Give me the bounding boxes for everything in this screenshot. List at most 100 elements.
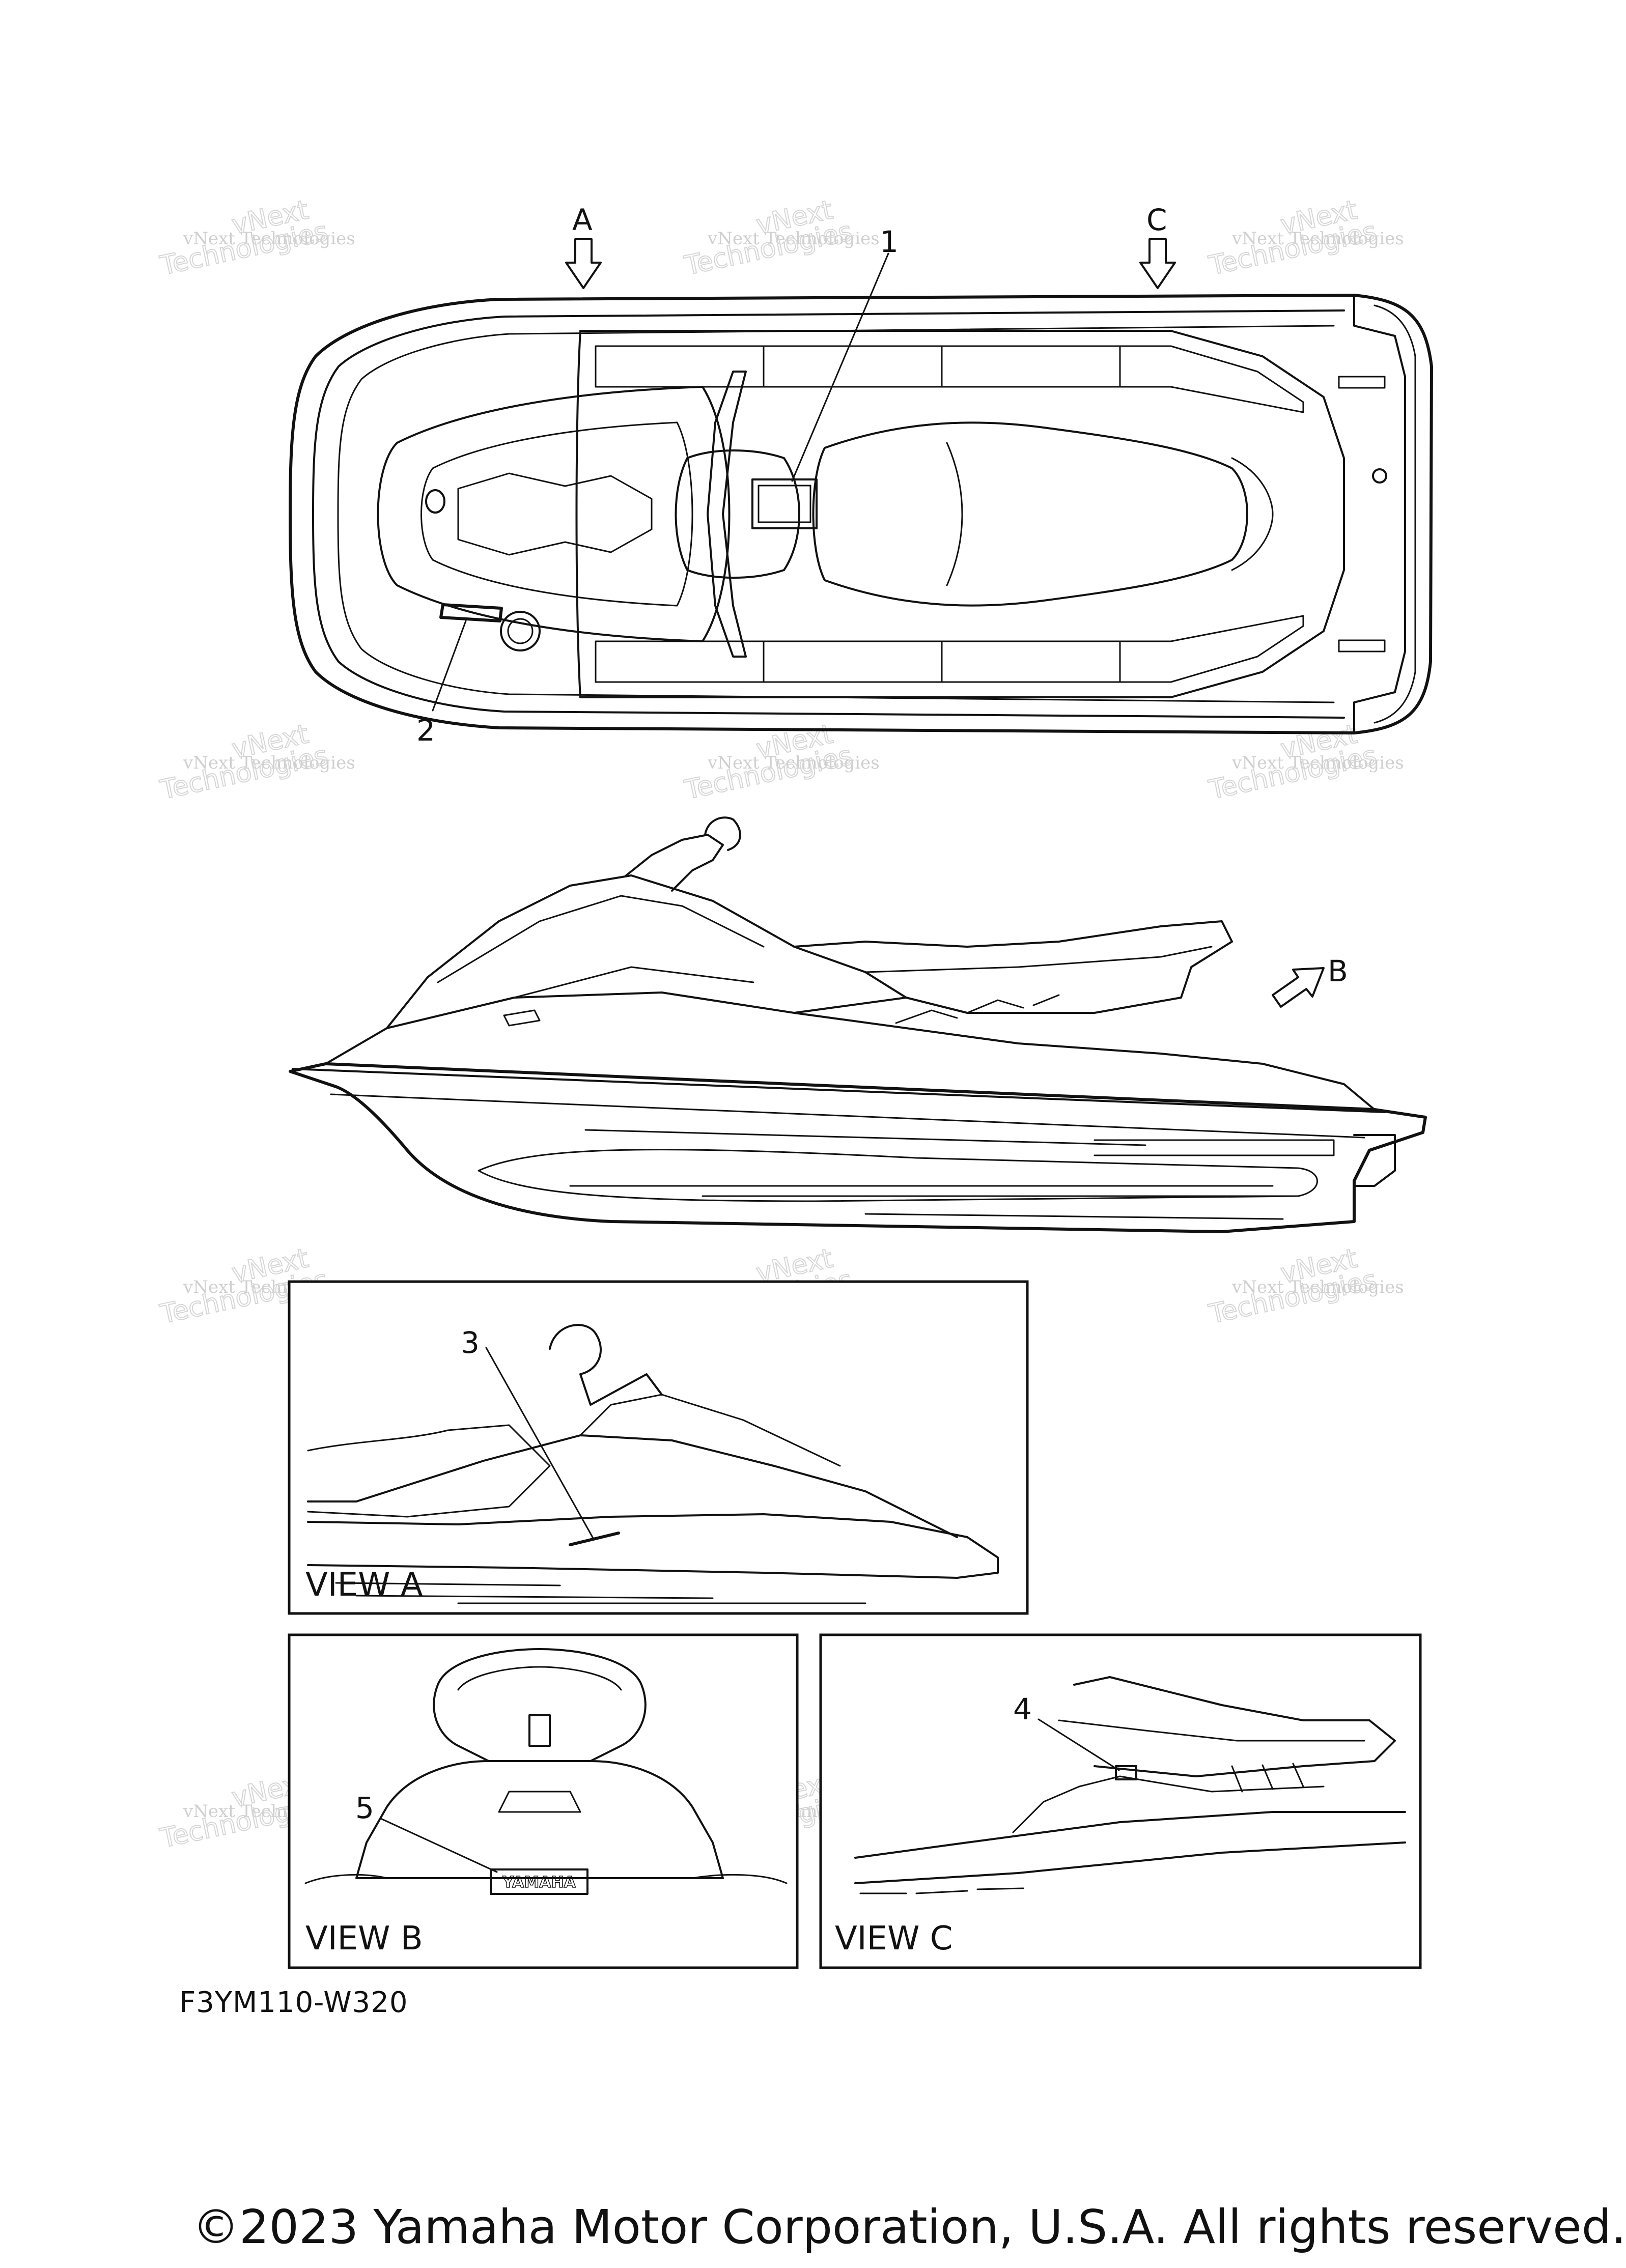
side-footwell	[895, 994, 1060, 1024]
view-c-footwell-ribs	[1231, 1763, 1304, 1793]
leader-line-4	[1038, 1718, 1120, 1771]
steering-column	[675, 449, 800, 579]
side-strake-1	[478, 1149, 1318, 1202]
side-hull	[289, 1062, 1427, 1233]
svg-text:vNext Technologies: vNext Technologies	[707, 229, 880, 249]
jet-pump	[1353, 1134, 1396, 1187]
decal-2-marker	[439, 603, 503, 622]
svg-text:vNext Technologies: vNext Technologies	[1231, 753, 1404, 773]
yamaha-emblem-text: YAMAHA	[502, 1874, 576, 1891]
view-c-seat	[1073, 1676, 1396, 1777]
deck-outline	[575, 330, 1345, 698]
watermark: vNext Technologies vNext Technologies	[681, 194, 880, 281]
hood-inner	[420, 421, 693, 607]
top-hull-inner-rail	[337, 325, 1335, 703]
view-c-gunwale	[854, 1841, 1406, 1884]
svg-text:C: C	[1146, 203, 1167, 237]
callout-5: 5	[355, 1791, 374, 1825]
view-c-frame	[819, 1633, 1422, 1969]
side-seat	[793, 920, 1233, 1014]
svg-text:B: B	[1328, 954, 1348, 988]
watermark: vNext Technologies vNext Technologies	[1206, 1242, 1404, 1330]
view-a-steering	[549, 1324, 663, 1406]
watermark: vNext Technologies vNext Technologies	[1206, 194, 1404, 281]
leader-line-3	[485, 1347, 594, 1539]
view-c-seat-edge	[1058, 1719, 1365, 1742]
mat-seams-top	[763, 345, 1121, 388]
side-steering	[625, 834, 724, 892]
view-b-stern	[355, 1760, 724, 1879]
diagram-canvas: vNext Technologies vNext Technologies vN…	[157, 194, 1433, 1969]
svg-text:vNext Technologies: vNext Technologies	[707, 753, 880, 773]
watermark: vNext Technologies vNext Technologies	[157, 718, 355, 806]
footwell-top	[595, 345, 1304, 413]
stern-drain	[1372, 468, 1387, 484]
side-fuel-cap	[503, 1009, 541, 1027]
view-b-label: VIEW B	[305, 1920, 423, 1958]
side-hood-crease-2	[513, 966, 754, 999]
down-arrow-icon	[565, 238, 602, 289]
stern-handle-bottom	[1338, 639, 1386, 653]
copyright-notice: ©2023 Yamaha Motor Corporation, U.S.A. A…	[192, 2200, 1626, 2254]
svg-text:vNext Technologies: vNext Technologies	[183, 229, 355, 249]
side-view: B	[289, 816, 1427, 1233]
side-hood-crease	[437, 895, 765, 983]
side-strake-3	[584, 1129, 1284, 1220]
svg-text:vNext Technologies: vNext Technologies	[183, 753, 355, 773]
detail-view-c: 4 VIEW C	[819, 1633, 1422, 1969]
view-b-seatback-inner	[457, 1666, 622, 1691]
side-gunwale	[292, 1068, 1386, 1113]
watermark: vNext Technologies vNext Technologies	[681, 718, 880, 806]
callout-2: 2	[416, 713, 435, 748]
callout-4: 4	[1013, 1692, 1032, 1726]
view-b-frame	[288, 1633, 799, 1969]
decal-4-marker	[1115, 1765, 1137, 1780]
view-b-seatback	[433, 1648, 647, 1762]
view-arrow-b: B	[1272, 954, 1348, 1008]
svg-text:A: A	[572, 203, 593, 237]
view-arrow-a: A	[565, 203, 602, 289]
view-a-seat	[307, 1424, 551, 1518]
left-arrow-icon	[1272, 967, 1325, 1008]
svg-text:vNext Technologies: vNext Technologies	[1231, 229, 1404, 249]
view-a-frame	[288, 1280, 1029, 1615]
side-hood	[386, 874, 907, 1029]
detail-view-a: 3 VIEW A	[288, 1280, 1029, 1615]
view-a-label: VIEW A	[305, 1566, 423, 1604]
callout-3: 3	[461, 1325, 480, 1360]
side-grip	[704, 816, 741, 851]
hood-outline	[377, 386, 731, 642]
side-strake-2	[569, 1139, 1335, 1197]
stern-handle-top	[1338, 376, 1386, 389]
down-arrow-icon	[1139, 238, 1176, 289]
leader-line-2	[432, 620, 467, 712]
handlebar	[707, 371, 747, 658]
view-b-stern-post	[528, 1714, 551, 1747]
view-b-hull-lines	[304, 1874, 788, 1884]
svg-text:vNext Technologies: vNext Technologies	[1231, 1277, 1404, 1297]
rear-deck-grip	[1231, 457, 1274, 571]
view-c-label: VIEW C	[835, 1920, 952, 1958]
watermark: vNext Technologies vNext Technologies	[157, 194, 355, 281]
leader-line-5	[380, 1818, 498, 1873]
fuel-cap-outer	[500, 611, 541, 651]
top-hull-rail	[312, 309, 1345, 719]
view-a-rail	[335, 1582, 866, 1604]
seat-seam	[946, 442, 963, 586]
view-a-deck	[307, 1513, 999, 1579]
decal-1-inner	[758, 485, 811, 523]
decal-5-marker	[490, 1868, 588, 1895]
hood-chevron	[457, 472, 653, 556]
top-hull-outline	[289, 294, 1433, 734]
callout-1: 1	[880, 224, 899, 259]
leader-line-1	[791, 252, 889, 482]
footwell-bottom	[595, 615, 1304, 683]
part-code: F3YM110-W320	[179, 1986, 408, 2019]
view-c-hood	[1012, 1775, 1325, 1833]
view-c-deck	[854, 1811, 1406, 1859]
side-chine	[330, 1093, 1365, 1139]
seat	[812, 421, 1248, 607]
decal-3-marker	[569, 1532, 620, 1546]
stern-rail	[1373, 304, 1416, 724]
fuel-cap-inner	[507, 618, 534, 644]
